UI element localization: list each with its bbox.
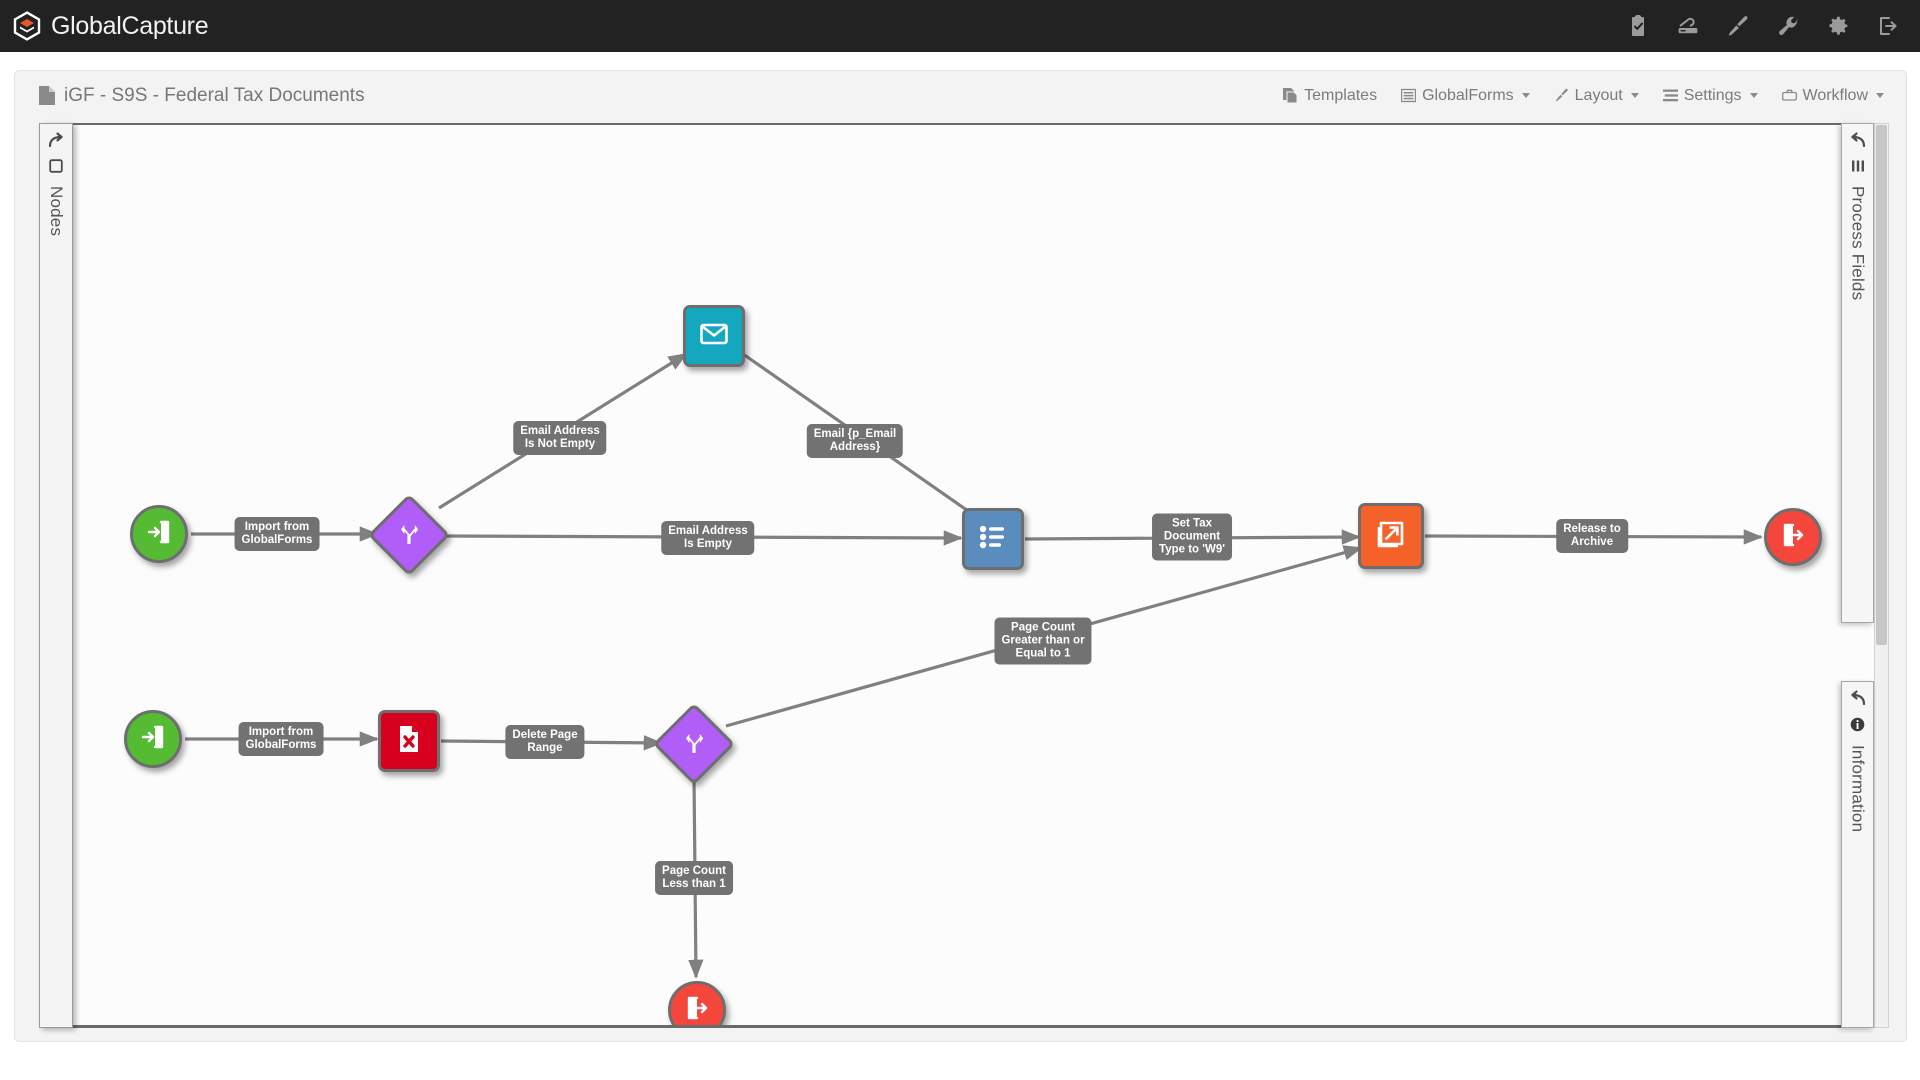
brush-icon	[1554, 88, 1569, 103]
chevron-down-icon	[1749, 93, 1758, 98]
gear-icon[interactable]	[1826, 14, 1850, 38]
menu-item-layout[interactable]: Layout	[1554, 87, 1639, 105]
sidebar-tab-process-fields-label: Process Fields	[1848, 186, 1868, 301]
scanner-icon[interactable]	[1676, 14, 1700, 38]
edge-label-import-globalforms-bottom[interactable]: Import from GlobalForms	[238, 722, 324, 756]
clipboard-check-icon[interactable]	[1626, 14, 1650, 38]
branch-node-email[interactable]	[367, 493, 451, 577]
brush-icon[interactable]	[1726, 14, 1750, 38]
list-icon	[1851, 159, 1865, 178]
brand-name: GlobalCapture	[51, 11, 209, 40]
panel-menu-bar: Templates GlobalForms	[1283, 87, 1884, 105]
page-title: iGF - S9S - Federal Tax Documents	[39, 85, 365, 107]
arrow-left-icon[interactable]	[1849, 690, 1867, 708]
exit-door-icon	[1780, 522, 1806, 553]
enter-door-icon	[146, 519, 172, 550]
info-icon	[1850, 717, 1865, 737]
menu-item-settings[interactable]: Settings	[1662, 86, 1758, 105]
wrench-icon[interactable]	[1776, 14, 1800, 38]
sidebar-tab-nodes[interactable]: Nodes	[39, 123, 73, 1028]
top-bar-icon-group	[1626, 14, 1900, 38]
end-node-top[interactable]	[1764, 508, 1822, 566]
fork-icon	[681, 729, 707, 760]
field-list-node[interactable]	[962, 508, 1024, 570]
workflow-canvas[interactable]: Import from GlobalForms Email Address Is…	[39, 123, 1884, 1028]
square-icon	[49, 159, 63, 178]
edge-label-email-p-email-address[interactable]: Email {p_Email Address}	[806, 424, 904, 458]
enter-door-icon	[140, 724, 166, 755]
edge-label-delete-page-range[interactable]: Delete Page Range	[505, 725, 585, 759]
sidebar-tab-nodes-label: Nodes	[47, 186, 66, 237]
sidebar-tab-information-label: Information	[1848, 745, 1868, 833]
globalcapture-logo-icon	[12, 11, 42, 41]
scrollbar-thumb[interactable]	[1876, 125, 1887, 645]
workflow-designer-panel: iGF - S9S - Federal Tax Documents Templa…	[14, 70, 1907, 1042]
fork-icon	[396, 520, 422, 551]
menu-item-globalforms-label: GlobalForms	[1422, 86, 1514, 104]
edge-label-email-not-empty[interactable]: Email Address Is Not Empty	[513, 421, 607, 455]
document-icon	[39, 86, 55, 105]
workflow-graph: Import from GlobalForms Email Address Is…	[41, 125, 1881, 1025]
menu-item-layout-label: Layout	[1574, 86, 1623, 104]
edge-label-release-to-archive[interactable]: Release to Archive	[1556, 519, 1628, 553]
release-node[interactable]	[1358, 503, 1424, 569]
edge-label-page-count-gte-1[interactable]: Page Count Greater than or Equal to 1	[994, 617, 1092, 665]
sidebar-tab-process-fields[interactable]: Process Fields	[1841, 123, 1874, 623]
branch-node-page-count[interactable]	[652, 702, 736, 786]
delete-page-range-node[interactable]	[378, 710, 440, 772]
chevron-down-icon	[1521, 93, 1530, 98]
top-navigation-bar: GlobalCapture	[0, 0, 1920, 52]
start-node-bottom[interactable]	[124, 710, 182, 768]
arrow-left-icon[interactable]	[1849, 132, 1867, 150]
end-node-bottom[interactable]	[668, 981, 726, 1026]
sidebar-tab-information[interactable]: Information	[1841, 681, 1874, 1028]
logout-icon[interactable]	[1876, 14, 1900, 38]
canvas-vertical-scrollbar[interactable]	[1874, 123, 1889, 1028]
start-node-top[interactable]	[130, 505, 188, 563]
exit-door-icon	[684, 995, 710, 1026]
menu-item-globalforms[interactable]: GlobalForms	[1400, 86, 1530, 105]
document-x-icon	[393, 723, 425, 760]
export-box-icon	[1373, 516, 1409, 557]
bullet-list-icon	[976, 520, 1010, 559]
menu-item-workflow-label: Workflow	[1802, 86, 1869, 104]
email-node[interactable]	[683, 305, 745, 367]
edge-label-import-globalforms-top[interactable]: Import from GlobalForms	[234, 517, 320, 551]
form-icon	[1400, 88, 1417, 103]
envelope-icon	[698, 318, 730, 355]
edge-label-email-is-empty[interactable]: Email Address Is Empty	[661, 521, 755, 555]
workflow-edges	[185, 352, 1763, 979]
panel-header: iGF - S9S - Federal Tax Documents Templa…	[15, 71, 1906, 120]
edge-label-page-count-lt-1[interactable]: Page Count Less than 1	[655, 861, 733, 895]
sliders-icon	[1662, 88, 1678, 103]
chevron-down-icon	[1630, 93, 1639, 98]
arrow-right-icon[interactable]	[47, 132, 65, 150]
page-title-text: iGF - S9S - Federal Tax Documents	[64, 84, 365, 106]
menu-item-settings-label: Settings	[1683, 86, 1742, 104]
brand-logo-area[interactable]: GlobalCapture	[12, 11, 209, 41]
menu-item-workflow[interactable]: Workflow	[1781, 86, 1884, 105]
menu-item-templates-label: Templates	[1304, 86, 1378, 104]
edge-label-set-tax-doc-type-w9[interactable]: Set Tax Document Type to 'W9'	[1152, 513, 1232, 561]
briefcase-icon	[1781, 88, 1797, 103]
menu-item-templates[interactable]: Templates	[1283, 87, 1377, 105]
chevron-down-icon	[1876, 93, 1884, 98]
copy-icon	[1283, 88, 1298, 104]
